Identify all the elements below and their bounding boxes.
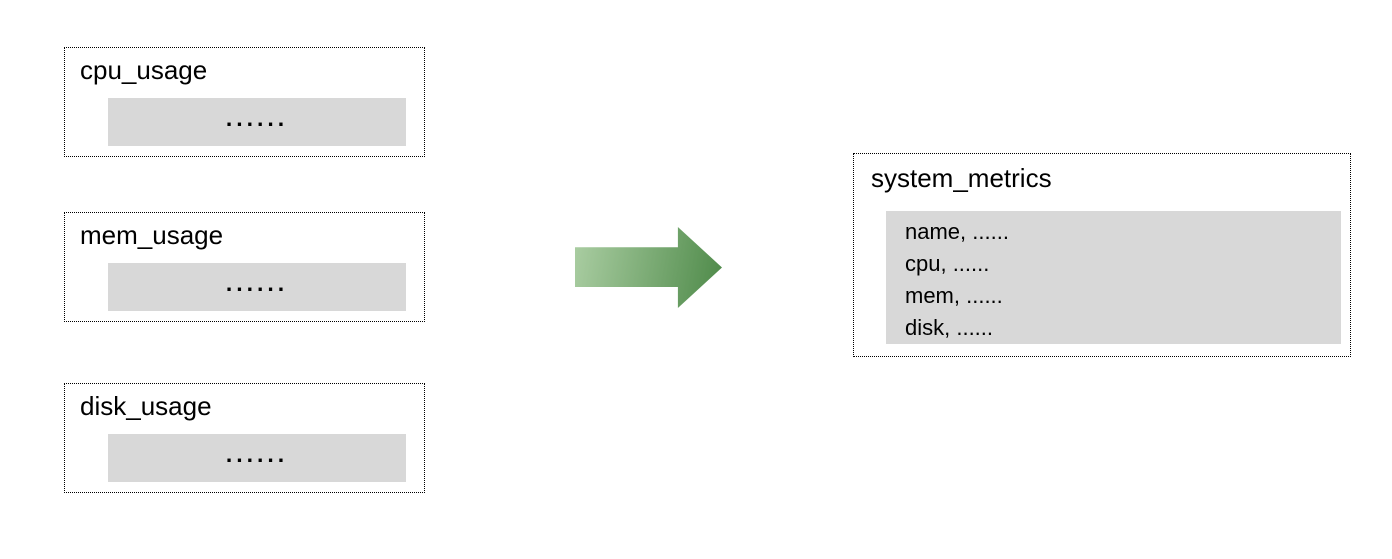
target-table-rows-panel: name, ...... cpu, ...... mem, ...... dis… bbox=[886, 211, 1341, 344]
source-table-title: disk_usage bbox=[80, 391, 212, 421]
target-table-title: system_metrics bbox=[871, 163, 1052, 193]
source-table-title: cpu_usage bbox=[80, 55, 208, 85]
ellipsis-placeholder-text: ...... bbox=[225, 104, 289, 131]
ellipsis-placeholder-text: ...... bbox=[225, 440, 289, 467]
target-table-system-metrics: system_metrics name, ...... cpu, ...... … bbox=[853, 153, 1351, 357]
source-table-rows-placeholder: ...... bbox=[108, 98, 406, 146]
source-table-rows-placeholder: ...... bbox=[108, 434, 406, 482]
target-table-row: name, ...... bbox=[905, 219, 1009, 244]
source-table-disk-usage: disk_usage ...... bbox=[64, 383, 425, 493]
ellipsis-placeholder-text: ...... bbox=[225, 269, 289, 296]
source-table-mem-usage: mem_usage ...... bbox=[64, 212, 425, 322]
right-arrow-icon bbox=[575, 227, 722, 308]
target-table-row: disk, ...... bbox=[905, 315, 994, 340]
target-table-row: cpu, ...... bbox=[905, 251, 990, 276]
source-table-title: mem_usage bbox=[80, 220, 224, 250]
target-table-row: mem, ...... bbox=[905, 283, 1003, 308]
source-table-cpu-usage: cpu_usage ...... bbox=[64, 47, 425, 157]
source-table-rows-placeholder: ...... bbox=[108, 263, 406, 311]
